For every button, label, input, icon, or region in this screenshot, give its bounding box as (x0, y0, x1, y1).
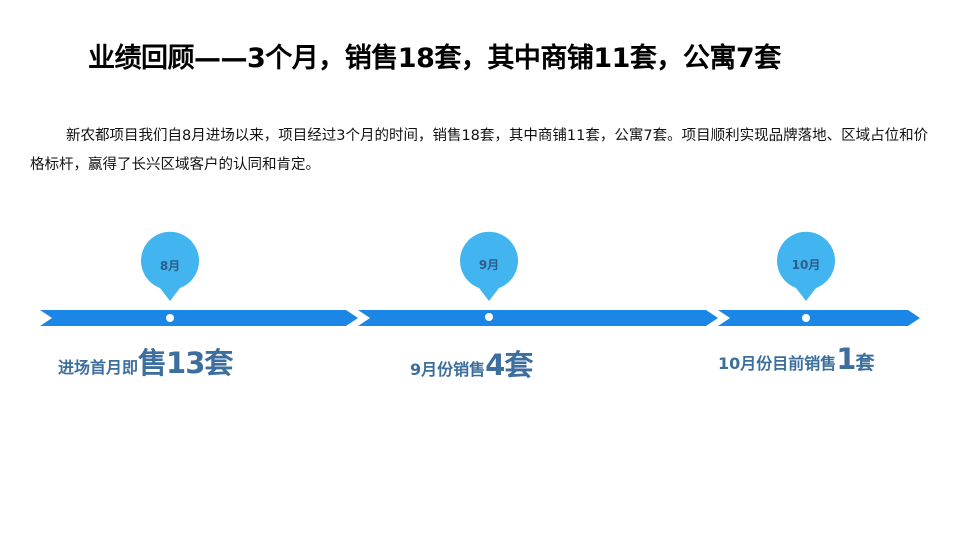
month-label-3: 10月 (791, 258, 821, 272)
milestone-summary-1: 进场首月即售13套 (58, 340, 233, 382)
month-bubble-2 (459, 231, 518, 301)
summary-highlight-2: 4套 (485, 348, 533, 382)
timeline-arrow-2 (358, 310, 718, 326)
summary-prefix-2: 9月份销售 (410, 360, 486, 379)
summary-prefix-1: 进场首月即 (58, 358, 139, 377)
summary-paragraph: 新农都项目我们自8月进场以来，项目经过3个月的时间，销售18套，其中商铺11套，… (30, 128, 929, 173)
summary-suffix-3: 套 (855, 352, 875, 374)
summary-highlight-3: 1 (836, 342, 856, 376)
milestone-summary-2: 9月份销售4套 (410, 342, 533, 384)
month-label-1: 8月 (159, 259, 181, 273)
timeline-arrow-3 (718, 310, 920, 326)
timeline-arrow-1 (40, 310, 358, 326)
month-bubble-1 (141, 231, 199, 301)
month-label-2: 9月 (478, 258, 500, 272)
milestone-summary-3: 10月份目前销售1套 (718, 342, 874, 376)
page-title: 业绩回顾——3个月，销售18套，其中商铺11套，公寓7套 (88, 43, 781, 74)
timeline-dot-3 (802, 314, 810, 322)
summary-prefix-3: 10月份目前销售 (718, 354, 837, 373)
month-bubble-3 (777, 231, 836, 301)
timeline-dot-2 (485, 313, 493, 321)
timeline-dot-1 (166, 314, 174, 322)
summary-highlight-1: 售13套 (138, 346, 233, 380)
